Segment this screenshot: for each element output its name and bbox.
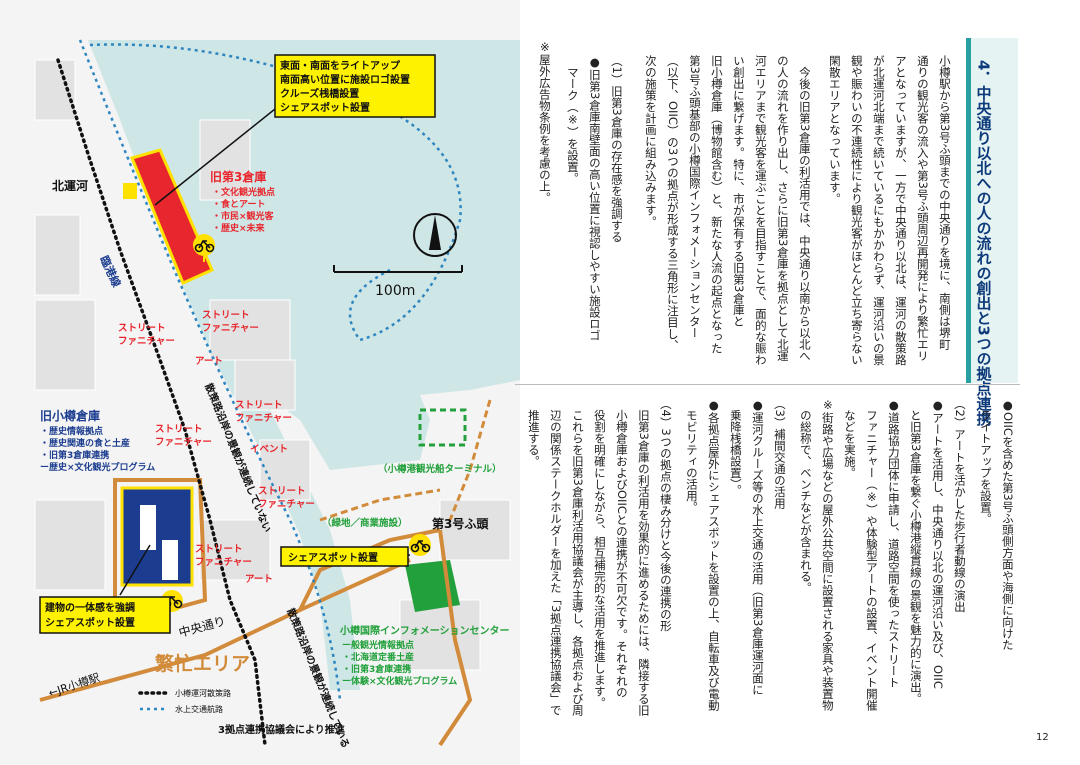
otaru-warehouse-title: 旧小樽倉庫 — [40, 408, 100, 423]
art-label: アート — [245, 574, 273, 585]
callout-top-line: 南面高い位置に施設ロゴ設置 — [280, 73, 410, 86]
street-furniture-label: ファニチャー — [202, 323, 259, 334]
body-column: 旧小樽倉庫（博物館含む）と、新たな人流の起点となった — [709, 55, 724, 354]
body-column: （4）3つの拠点の棲み分けと今後の連携の形 — [658, 398, 673, 632]
warehouse3-item: ・食とアート — [212, 198, 265, 210]
body-column: 辺の関係ステークホルダーを加えた「3拠点連携協議会」で — [548, 398, 563, 716]
otaru-warehouse-item: ・歴史関連の食と土産 — [40, 437, 130, 449]
body-column: ファニチャー（※）や体験型アートの設置、イベント開催 — [864, 398, 879, 712]
street-furniture-label: ファニチャー — [235, 413, 292, 424]
warehouse3-item: ・歴史×未来 — [212, 222, 266, 234]
body-column: 推進する。 — [526, 398, 541, 468]
body-column: 通りの観光客の流入や第3号ふ頭周辺再開発により繁忙エリ — [915, 55, 930, 362]
body-column: （2）アートを活かした歩行者動線の演出 — [952, 398, 967, 613]
bicycle-icon — [193, 234, 215, 262]
body-column: と旧第3倉庫を繋ぐ小樽港縦貫線の景観を魅力的に演出。 — [908, 398, 923, 705]
oiic-item: ー体験×文化観光プログラム — [342, 675, 457, 687]
body-column: 小樽倉庫およびOIICとの連携が不可欠です。それぞれの — [614, 398, 629, 698]
body-column: 第3号ふ頭基部の小樽国際インフォメーションセンター — [687, 55, 702, 339]
body-column: などを実施。 — [842, 398, 857, 479]
warehouse3-title: 旧第3倉庫 — [210, 169, 266, 184]
oiic-title: 小樽国際インフォメーションセンター — [339, 624, 510, 637]
busy-area-label: 繁忙エリア — [155, 652, 250, 675]
body-column: ●アートを活用し、中央通り以北の運河沿い及び、OIIC — [930, 398, 945, 689]
street-furniture-label: ストリート — [118, 323, 166, 334]
body-column: （1）旧第3倉庫の存在感を強調する — [609, 55, 624, 243]
body-column: （3）補間交通の活用 — [772, 398, 787, 509]
body-column: ●運河クルーズ等の水上交通の活用（旧第3倉庫運河面に — [750, 398, 765, 696]
street-furniture-label: ファニチャー — [195, 557, 252, 568]
event-label: イベント — [250, 444, 288, 455]
callout-bottom-line: シェアスポット設置 — [45, 616, 135, 629]
otaru-warehouse-item: ・歴史情報拠点 — [40, 425, 103, 437]
warehouse3-item: ・市民×観光客 — [212, 210, 275, 222]
street-furniture-label: ストリート — [202, 310, 250, 321]
body-column: ※屋外広告物条例を考慮の上。 — [537, 40, 552, 204]
body-column: ●旧第3倉庫南壁面の高い位置に視認しやすい施設ロゴ — [587, 55, 602, 341]
pier-label: 第3号ふ頭 — [432, 516, 489, 531]
body-column: 役割を明確にしながら、相互補完的な活用を推進します。 — [592, 398, 607, 709]
body-column: が北運河北端まで続いているにもかかわらず、運河沿いの景 — [871, 55, 886, 366]
terminal-label: （小樽港観光船ターミナル） — [378, 463, 502, 475]
body-column: 河エリアまで観光客を運ぶことを目指すことで、面的な賑わ — [753, 55, 768, 366]
oiic-item: ・旧第3倉庫連携 — [342, 663, 411, 675]
north-canal-label: 北運河 — [52, 178, 88, 193]
body-column: ライトアップを設置。 — [978, 398, 993, 525]
art-label: アート — [195, 356, 223, 367]
warehouse3-item: ・文化観光拠点 — [212, 186, 275, 198]
map-footer: 3拠点連携協議会により推進 — [218, 723, 346, 736]
oiic-item: ・北海道定番土産 — [342, 651, 414, 663]
page-number: 12 — [1036, 732, 1049, 743]
callout-top-line: 東面・南面をライトアップ — [280, 59, 401, 72]
otaru-warehouse-building — [120, 486, 194, 587]
body-column: ※街路や広場などの屋外公共空間に設置される家具や装置物 — [820, 398, 835, 711]
callout-top-line: クルーズ桟橋設置 — [280, 87, 359, 100]
column-divider — [515, 384, 1020, 385]
scale-label: 100m — [375, 283, 415, 299]
body-column: ●道路協力団体に申請し、道路空間を使ったストリート — [886, 398, 901, 688]
body-column: の総称で、ベンチなどが含まれる。 — [798, 398, 813, 594]
body-column: 旧第3倉庫の利活用を効果的に進めるためには、隣接する旧 — [636, 398, 651, 716]
callout-bottom-line: 建物の一体感を強調 — [44, 601, 135, 614]
street-furniture-label: ファニチャー — [155, 437, 212, 448]
body-column: 乗降桟橋設置）。 — [728, 398, 743, 496]
body-column: これらを旧第3倉庫利活用協議会が主導し、各拠点および周 — [570, 398, 585, 716]
area-map: 東面・南面をライトアップ 南面高い位置に施設ロゴ設置 クルーズ桟橋設置 シェアス… — [0, 0, 520, 765]
body-column: い創出に繋げます。特に、市が保有する旧第3倉庫と — [731, 55, 746, 327]
legend-walk: 小樽運河散策路 — [175, 688, 231, 698]
body-column: の人の流れを作り出し、さらに旧第3倉庫を拠点として北運 — [775, 55, 790, 362]
oiic-item: ー般観光情報拠点 — [342, 639, 414, 651]
callout-top-line: シェアスポット設置 — [280, 101, 370, 114]
body-column: 次の施策を計画に組み込みます。 — [643, 55, 658, 228]
walking-path — [56, 58, 267, 747]
body-column: 閑散エリアとなっています。 — [827, 55, 842, 205]
body-column: マーク（※）を設置。 — [565, 55, 580, 185]
street-furniture-label: ストリート — [258, 486, 306, 497]
body-column: アとなっていますが、一方で中央通り以北は、運河の散策路 — [893, 55, 908, 366]
otaru-warehouse-item: ・旧第3倉庫連携 — [40, 449, 109, 461]
north-compass — [413, 213, 457, 257]
street-furniture-label: ストリート — [195, 544, 243, 555]
section-heading: 4．中央通り以北への人の流れの創出と3つの拠点連携 — [974, 60, 993, 426]
scale-bar — [333, 265, 463, 273]
street-furniture-label: ファニチャー — [118, 336, 175, 347]
heading-box — [966, 38, 1018, 383]
street-furniture-label: ファニチャー — [258, 499, 315, 510]
body-column: ●各拠点屋外にシェアスポットを設置の上、自転車及び電動 — [706, 398, 721, 711]
body-column: （以下、OIIC）の3つの拠点が形成する三角形に注目し、 — [665, 55, 680, 351]
body-column: 小樽駅から第3号ふ頭までの中央通りを境に、南側は堺町 — [937, 55, 952, 350]
warehouse3-building — [129, 148, 214, 286]
bicycle-icon — [409, 534, 431, 556]
legend-water: 水上交通航路 — [175, 704, 223, 714]
green-area-label: （緑地／商業施設） — [322, 517, 408, 529]
terminal-outline — [418, 408, 467, 447]
otaru-warehouse-item: ー歴史×文化観光プログラム — [40, 461, 155, 473]
street-furniture-label: ストリート — [155, 424, 203, 435]
body-column: ●OIICを含めた第3号ふ頭側方面や海側に向けた — [1000, 398, 1015, 651]
callout-share: シェアスポット設置 — [288, 551, 378, 564]
body-column: 観や賑わいの不連続性により観光客がほとんど立ち寄らない — [849, 55, 864, 366]
street-furniture-label: ストリート — [235, 400, 283, 411]
body-column: モビリティの活用。 — [684, 398, 699, 514]
body-column: 今後の旧第3倉庫の利活用では、中央通り以南から以北へ — [797, 55, 812, 362]
